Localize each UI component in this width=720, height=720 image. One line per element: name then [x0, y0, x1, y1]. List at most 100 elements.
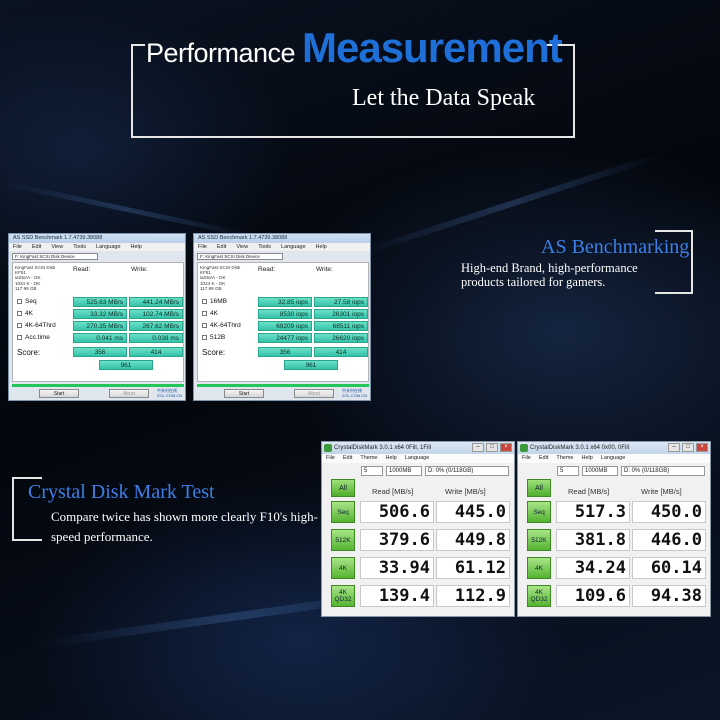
cdm-write-value: 449.8	[436, 529, 510, 551]
start-button[interactable]: Start	[224, 389, 264, 398]
as-read-value: 0.041 ms	[73, 333, 127, 343]
cdm-test-button[interactable]: Seq	[527, 501, 551, 523]
cdm-section-title: Crystal Disk Mark Test	[28, 481, 215, 503]
menu-item[interactable]: Edit	[538, 455, 549, 461]
menu-item[interactable]: Tools	[73, 244, 87, 250]
as-progress-bar	[12, 384, 184, 387]
menu-item[interactable]: View	[236, 244, 249, 250]
as-test-label[interactable]: 4K	[17, 310, 33, 317]
drive-info-line: KF51	[15, 270, 26, 276]
menu-item[interactable]: File	[198, 244, 207, 250]
maximize-button[interactable]: □	[682, 443, 694, 452]
as-test-label[interactable]: 4K-64Thrd	[17, 322, 56, 329]
abort-button[interactable]: Abort	[109, 389, 149, 398]
as-write-header: Write:	[131, 266, 148, 273]
maximize-button[interactable]: □	[486, 443, 498, 452]
menu-item[interactable]: Theme	[556, 455, 574, 461]
cdm-test-button[interactable]: Seq	[331, 501, 355, 523]
menu-item[interactable]: Edit	[31, 244, 42, 250]
as-score-row: Score: 356 414	[200, 347, 368, 358]
cdm-window-title-text: CrystalDiskMark 3.0.1 x64 0Fill, 1Fill	[334, 445, 432, 451]
cdm-write-value: 450.0	[632, 501, 706, 523]
minimize-button[interactable]: –	[668, 443, 680, 452]
as-test-label[interactable]: 4K-64Thrd	[202, 322, 241, 329]
cdm-test-button[interactable]: 4K	[527, 557, 551, 579]
all-button[interactable]: All	[331, 479, 355, 497]
as-test-label[interactable]: Seq	[17, 298, 37, 305]
as-drive-select[interactable]: F: KingFast SCSI Disk Device	[12, 253, 98, 260]
cdm-read-value: 139.4	[360, 585, 434, 607]
as-drive-select[interactable]: F: KingFast SCSI Disk Device	[197, 253, 283, 260]
checkbox[interactable]	[202, 310, 207, 316]
test-count-select[interactable]: 5	[557, 466, 579, 476]
menu-item[interactable]: Language	[600, 455, 626, 461]
as-score-write: 414	[129, 347, 183, 357]
menu-item[interactable]: Help	[385, 455, 397, 461]
menu-item[interactable]: Language	[404, 455, 430, 461]
as-score-row: Score: 356 414	[15, 347, 183, 358]
page-title-performance: Performance	[146, 38, 296, 68]
drive-select[interactable]: D: 0% (0/118GB)	[425, 466, 509, 476]
test-count-select[interactable]: 5	[361, 466, 383, 476]
checkbox[interactable]	[17, 334, 22, 340]
cdm-read-value: 34.24	[556, 557, 630, 579]
test-size-select[interactable]: 1000MB	[582, 466, 618, 476]
window-controls: – □ ×	[668, 443, 708, 452]
menu-item[interactable]: Help	[581, 455, 593, 461]
as-progress-bar	[197, 384, 369, 387]
abort-button[interactable]: Abort	[294, 389, 334, 398]
cdm-test-button[interactable]: 512K	[331, 529, 355, 551]
as-test-name: Acc.time	[25, 334, 50, 341]
cdm-window-title-text: CrystalDiskMark 3.0.1 x64 0x00, 0Fill	[530, 445, 630, 451]
window-controls: – □ ×	[472, 443, 512, 452]
checkbox[interactable]	[202, 334, 207, 340]
drive-info-line: KF51	[200, 270, 211, 276]
checkbox[interactable]	[17, 310, 22, 316]
checkbox[interactable]	[202, 298, 207, 304]
as-score-label: Score:	[202, 348, 226, 357]
menu-item[interactable]: Help	[315, 244, 327, 250]
menu-item[interactable]: Edit	[342, 455, 353, 461]
menu-item[interactable]: File	[326, 455, 335, 461]
close-button[interactable]: ×	[696, 443, 708, 452]
menu-item[interactable]: File	[522, 455, 531, 461]
checkbox[interactable]	[17, 298, 22, 304]
as-test-label[interactable]: 4K	[202, 310, 218, 317]
as-test-label[interactable]: Acc.time	[17, 334, 50, 341]
as-test-label[interactable]: 16MB	[202, 298, 227, 305]
checkbox[interactable]	[17, 322, 22, 328]
cdm-test-button[interactable]: 4K QD32	[527, 585, 551, 607]
drive-select[interactable]: D: 0% (0/118GB)	[621, 466, 705, 476]
close-button[interactable]: ×	[500, 443, 512, 452]
as-test-label[interactable]: 512B	[202, 334, 225, 341]
menu-item[interactable]: Language	[96, 244, 121, 250]
menu-item[interactable]: View	[51, 244, 64, 250]
menu-item[interactable]: Edit	[216, 244, 227, 250]
as-window-title: AS SSD Benchmark 1.7.4739.38088	[9, 234, 185, 243]
cdm-section-description: Compare twice has shown more clearly F10…	[51, 509, 318, 544]
all-button[interactable]: All	[527, 479, 551, 497]
as-test-name: 4K-64Thrd	[25, 322, 56, 329]
cdm-menu-bar: File Edit Theme Help Language	[518, 454, 710, 463]
cdm-test-button[interactable]: 4K	[331, 557, 355, 579]
menu-item[interactable]: Language	[281, 244, 306, 250]
menu-item[interactable]: Help	[130, 244, 142, 250]
test-size-select[interactable]: 1000MB	[386, 466, 422, 476]
cdm-test-button[interactable]: 4K QD32	[331, 585, 355, 607]
as-score-read: 356	[73, 347, 127, 357]
menu-item[interactable]: File	[13, 244, 22, 250]
menu-item[interactable]: Theme	[360, 455, 378, 461]
minimize-button[interactable]: –	[472, 443, 484, 452]
as-ssd-window: AS SSD Benchmark 1.7.4739.38088 File Edit…	[8, 233, 186, 401]
cdm-test-button[interactable]: 512K	[527, 529, 551, 551]
crystaldiskmark-app-icon	[520, 444, 528, 452]
as-write-value: 26301 iops	[314, 309, 368, 319]
checkbox[interactable]	[202, 322, 207, 328]
menu-item[interactable]: Tools	[258, 244, 272, 250]
start-button[interactable]: Start	[39, 389, 79, 398]
